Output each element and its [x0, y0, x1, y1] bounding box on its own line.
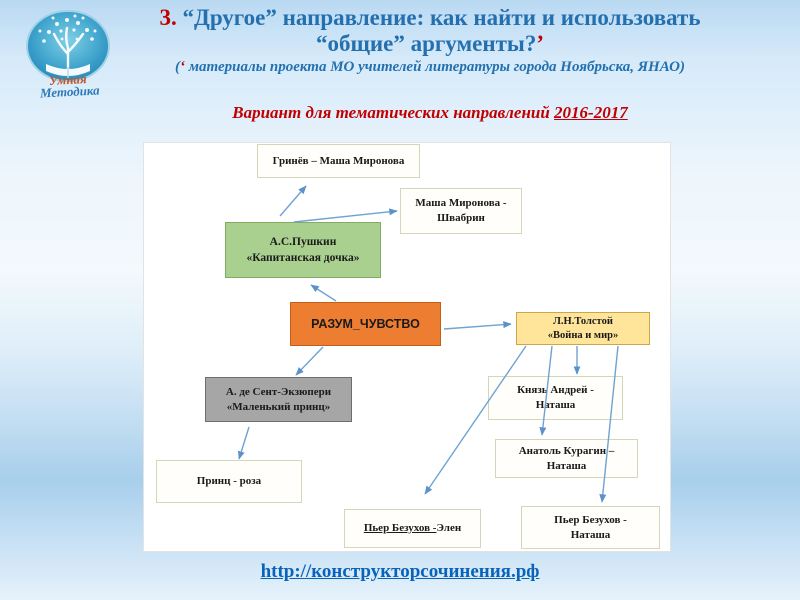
node-razum-chuvstvo: РАЗУМ_ЧУВСТВО — [290, 302, 441, 346]
title-line-1: 3. “Другое” направление: как найти и исп… — [80, 5, 780, 31]
node-text: РАЗУМ_ЧУВСТВО — [311, 316, 420, 331]
node-text: Гринёв – Маша Миронова — [272, 154, 405, 167]
node-text: «Маленький принц» — [226, 400, 331, 413]
subtitle-text: материалы проекта МО учителей литературы… — [188, 59, 685, 75]
node-text: Маша Миронова - — [415, 197, 507, 209]
node-masha-mironova-shvabrin: Маша Миронова - Швабрин — [400, 188, 522, 234]
node-prints-roza: Принц - роза — [156, 460, 302, 503]
footer-link[interactable]: http://конструкторсочинения.рф — [260, 561, 540, 582]
node-pierre-bezuhov-natasha: Пьер Безухов - Наташа — [521, 506, 660, 549]
slide-subtitle: (‘ материалы проекта МО учителей литерат… — [80, 59, 780, 76]
node-pushkin-kapitanskaya-dochka: А.С.Пушкин «Капитанская дочка» — [225, 222, 381, 278]
node-grinev-masha-mironova: Гринёв – Маша Миронова — [257, 144, 420, 178]
variant-years: 2016-2017 — [554, 103, 628, 122]
node-text: Принц - роза — [196, 475, 262, 487]
node-text: «Капитанская дочка» — [246, 252, 360, 264]
subtitle-tick: ‘ — [180, 59, 186, 75]
node-pierre-bezuhov-ellen: Пьер Безухов - Элен — [344, 509, 481, 548]
variant-text: Вариант для тематических направлений — [232, 103, 550, 122]
node-text: А. де Сент-Экзюпери — [225, 385, 332, 398]
subtitle-open-paren: ( — [175, 59, 181, 75]
logo: Умная Методика — [15, 4, 121, 101]
title-text-1: “Другое” направление: как найти и исполь… — [182, 5, 701, 30]
node-knyaz-andrey-natasha: Князь Андрей - Наташа — [488, 376, 623, 420]
logo-text-line1: Умная — [49, 71, 88, 88]
node-text: Наташа — [535, 399, 576, 411]
node-text: Анатоль Курагин – — [518, 444, 615, 457]
node-text: Пьер Безухов - — [554, 513, 627, 526]
node-exupery-malenkiy-prints: А. де Сент-Экзюпери «Маленький принц» — [205, 377, 352, 422]
node-text-underlined: Пьер Безухов - — [363, 522, 437, 534]
node-text: Наташа — [546, 459, 587, 472]
tree-logo-icon: Умная Методика — [26, 10, 110, 101]
node-text: Князь Андрей - — [517, 384, 594, 396]
node-text: Элен — [436, 522, 462, 534]
footer: http://конструкторсочинения.рф — [0, 561, 800, 583]
node-tolstoy-voyna-i-mir: Л.Н.Толстой «Война и мир» — [516, 312, 650, 345]
slide-title: 3. “Другое” направление: как найти и исп… — [80, 5, 780, 57]
title-tick: ’ — [536, 31, 545, 56]
node-text: Швабрин — [437, 212, 485, 224]
node-text: А.С.Пушкин — [269, 236, 337, 248]
node-text: Наташа — [570, 528, 611, 541]
title-line-2: “общие” аргументы?’ — [80, 31, 780, 57]
title-text-2: “общие” аргументы? — [315, 31, 537, 56]
variant-heading: Вариант для тематических направлений 201… — [60, 103, 800, 123]
logo-text-line2: Методика — [39, 82, 101, 100]
title-number: 3. — [159, 5, 177, 30]
node-text: Л.Н.Толстой — [553, 316, 613, 327]
node-anatol-kuragin-natasha: Анатоль Курагин – Наташа — [495, 439, 638, 478]
node-text: «Война и мир» — [547, 329, 619, 341]
